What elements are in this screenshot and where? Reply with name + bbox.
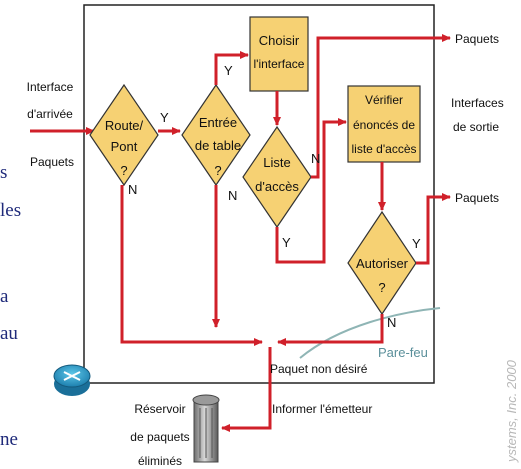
verify-line-2: énoncés de xyxy=(353,118,415,132)
verify-line-3: liste d'accès xyxy=(352,142,417,156)
authorize-yes-label: Y xyxy=(412,236,421,251)
left-fragment-5: ne xyxy=(0,429,18,450)
packets-in-label: Paquets xyxy=(30,155,74,169)
firewall-label: Pare-feu xyxy=(378,345,428,360)
route-yes-label: Y xyxy=(160,110,169,125)
route-no-label: N xyxy=(128,182,137,197)
flow-authorize-no xyxy=(277,314,384,346)
table-entry-line-3: ? xyxy=(214,163,221,178)
access-list-line-2: d'accès xyxy=(255,179,299,194)
left-fragment-2: les xyxy=(0,200,21,221)
table-entry-line-2: de table xyxy=(195,138,241,153)
access-list-yes-label: Y xyxy=(282,235,291,250)
flow-route-no xyxy=(120,185,263,346)
flow-access-list-to-verify xyxy=(275,118,347,264)
discard-bin-line-1: Réservoir xyxy=(134,402,185,416)
verify-line-1: Vérifier xyxy=(365,93,403,107)
output-interfaces-line-2: de sortie xyxy=(453,120,499,134)
choose-interface-box xyxy=(249,16,309,92)
discard-bin-line-2: de paquets xyxy=(130,430,189,444)
router-boundary xyxy=(83,4,435,384)
copyright-text: ystems, Inc. 2000 xyxy=(504,359,519,463)
choose-interface-line-2: l'interface xyxy=(254,57,305,71)
router-icon xyxy=(53,364,91,396)
authorize-line-1: Autoriser xyxy=(356,256,409,271)
packets-out-mid-label: Paquets xyxy=(455,191,499,205)
flow-access-list-to-packets-top xyxy=(311,34,451,179)
trash-bin-icon xyxy=(192,394,220,463)
notify-sender-label: Informer l'émetteur xyxy=(272,402,372,416)
flow-lines xyxy=(120,34,451,432)
left-fragment-4: au xyxy=(0,323,18,344)
route-bridge-line-3: ? xyxy=(120,163,127,178)
output-interfaces-line-1: Interfaces xyxy=(451,96,504,110)
discard-bin-line-3: éliminés xyxy=(138,454,182,468)
table-entry-line-1: Entrée xyxy=(199,115,237,130)
access-list-no-label: N xyxy=(311,151,320,166)
input-interface-label-1: Interface xyxy=(27,80,74,94)
left-fragment-3: a xyxy=(0,286,9,307)
authorize-line-2: ? xyxy=(378,280,385,295)
route-bridge-decision xyxy=(89,83,159,187)
route-bridge-line-1: Route/ xyxy=(105,118,144,133)
authorize-no-label: N xyxy=(387,315,396,330)
unwanted-packet-label: Paquet non désiré xyxy=(270,362,368,376)
access-list-decision xyxy=(242,125,312,229)
route-bridge-line-2: Pont xyxy=(111,139,138,154)
flow-unwanted-to-bin xyxy=(221,347,272,432)
table-no-label: N xyxy=(228,188,237,203)
packets-out-top-label: Paquets xyxy=(455,32,499,46)
choose-interface-line-1: Choisir xyxy=(259,33,300,48)
left-fragment-1: s xyxy=(0,162,7,183)
verify-access-list-box xyxy=(347,85,421,163)
access-list-line-1: Liste xyxy=(263,155,290,170)
flow-table-to-choose xyxy=(214,51,249,85)
input-interface-label-2: d'arrivée xyxy=(27,107,73,121)
table-yes-label: Y xyxy=(224,63,233,78)
firewall-arc xyxy=(299,307,441,359)
flow-authorize-to-packets-mid xyxy=(416,193,451,265)
